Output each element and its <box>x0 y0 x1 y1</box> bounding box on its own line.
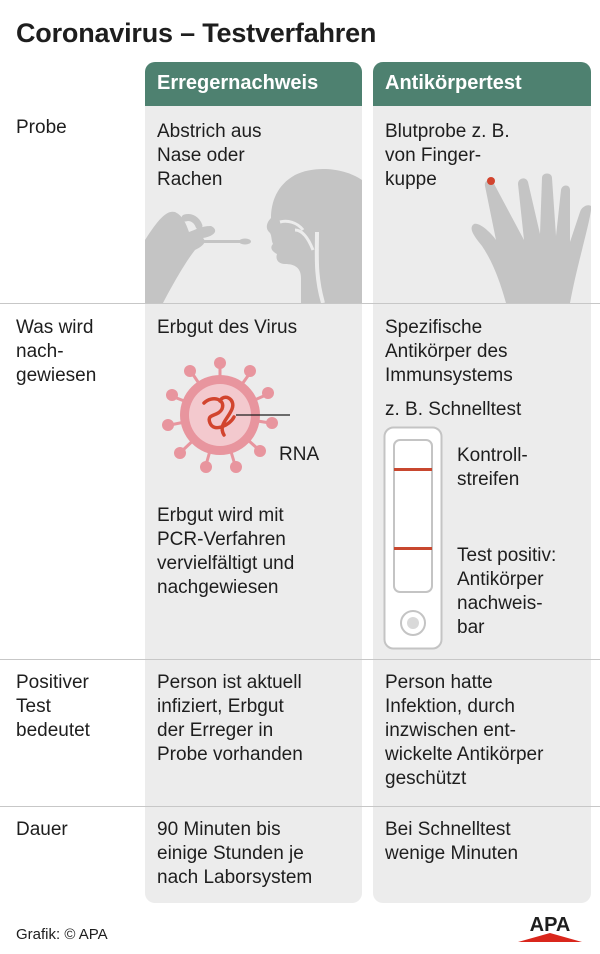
column-header-erregernachweis: Erregernachweis <box>145 62 362 106</box>
control-line <box>394 468 432 471</box>
credit-text: Grafik: © APA <box>16 926 108 943</box>
row-label-positiv: Positiver Test bedeutet <box>16 672 90 741</box>
cell-dauer-erregernachweis: 90 Minuten bis einige Stunden je nach La… <box>157 819 313 888</box>
cell-dauer-antikoerpertest: Bei Schnelltest wenige Minuten <box>385 819 519 864</box>
hand-finger-blood-icon <box>471 173 591 303</box>
test-positive-label: Test positiv: Antikörper nachweis- bar <box>457 545 557 638</box>
rapid-test-cassette-icon <box>383 426 443 650</box>
rna-label: RNA <box>279 444 320 465</box>
virus-rna-icon <box>162 357 290 473</box>
row-divider <box>0 659 600 660</box>
cell-positiv-erregernachweis: Person ist aktuell infiziert, Erbgut der… <box>157 672 303 765</box>
svg-text:APA: APA <box>530 914 571 936</box>
row-divider <box>0 303 600 304</box>
cell-probe-antikoerpertest: Blutprobe z. B. von Finger- kuppe <box>385 121 510 190</box>
test-line <box>394 547 432 550</box>
row-divider <box>0 806 600 807</box>
cell-nachweis-erregernachweis-description: Erbgut wird mit PCR-Verfahren vervielfäl… <box>157 505 295 598</box>
row-label-dauer: Dauer <box>16 819 68 840</box>
apa-logo: APA <box>518 914 582 942</box>
cell-probe-erregernachweis: Abstrich aus Nase oder Rachen <box>157 121 262 190</box>
control-strip-label: Kontroll- streifen <box>457 445 528 490</box>
cell-nachweis-erregernachweis: Erbgut des Virus <box>157 317 298 338</box>
row-label-probe: Probe <box>16 117 67 138</box>
cell-positiv-antikoerpertest: Person hatte Infektion, durch inzwischen… <box>385 672 544 789</box>
swab-head-icon <box>145 168 362 303</box>
cell-nachweis-antikoerpertest: Spezifische Antikörper des Immunsystems <box>385 317 513 386</box>
rapid-test-example-label: z. B. Schnelltest <box>385 399 522 420</box>
page-title: Coronavirus – Testverfahren <box>16 18 377 48</box>
column-header-antikoerpertest: Antikörpertest <box>373 62 591 106</box>
row-label-nachweis: Was wird nach- gewiesen <box>16 317 97 386</box>
